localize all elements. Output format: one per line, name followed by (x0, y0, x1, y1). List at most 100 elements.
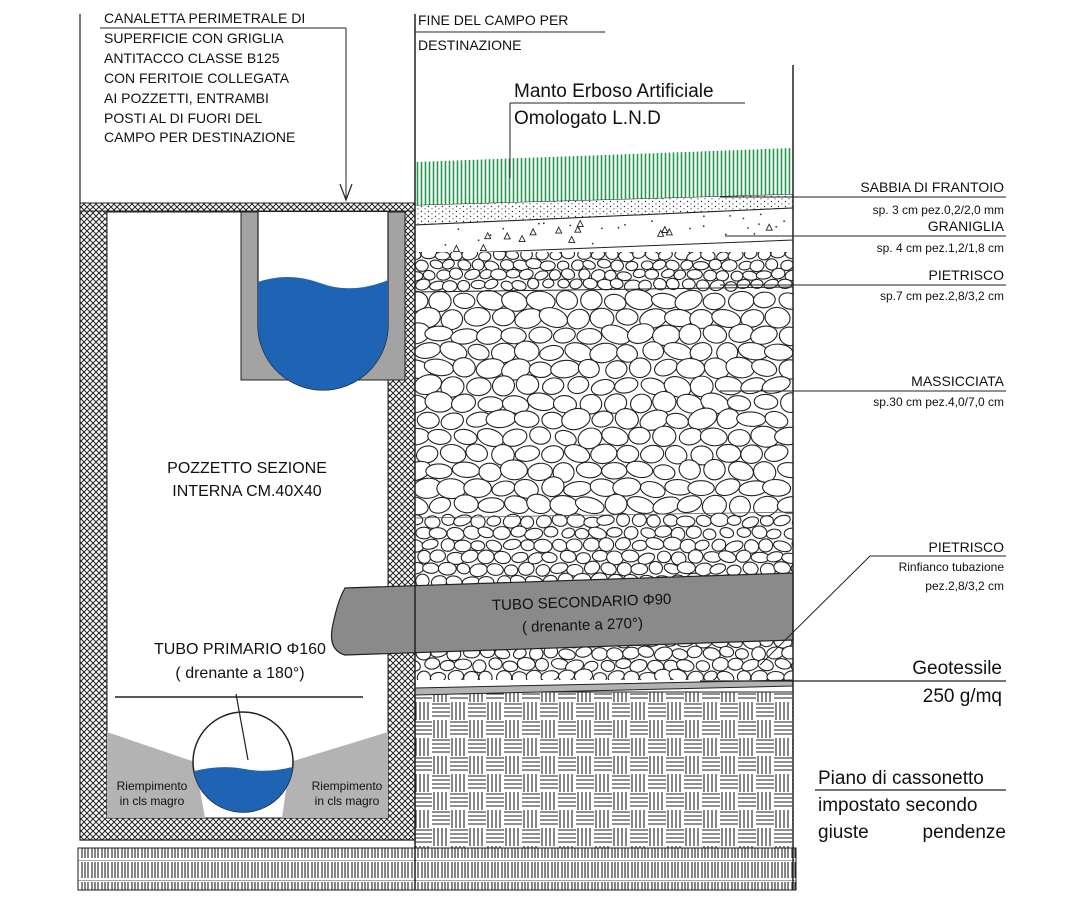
gravel-stone (711, 538, 727, 552)
gravel-stone (631, 513, 647, 527)
gravel-stone (549, 252, 563, 261)
gravel-stone (424, 657, 441, 670)
gravel-stone (762, 478, 792, 497)
gravel-stone (534, 657, 549, 672)
gravel-stone (662, 536, 683, 551)
gravel-stone (708, 258, 723, 271)
graniglia-grain (576, 219, 584, 228)
gravel-stone (533, 538, 553, 554)
gravel-stone (757, 658, 774, 672)
gravel-stone (452, 357, 476, 378)
gravel-stone (543, 526, 559, 538)
graniglia-grain (503, 231, 511, 240)
gravel-stone (740, 309, 765, 328)
gravel-stone (496, 670, 513, 680)
gravel-stone (727, 252, 744, 262)
gravel-stone (727, 657, 744, 671)
gravel-stone (665, 277, 680, 291)
gravel-stone (491, 375, 516, 397)
gravel-stone (781, 645, 793, 660)
gravel-stone (439, 443, 467, 464)
canaletta-line-6: POSTI AL DI FUORI DEL (104, 110, 262, 126)
canaletta-line-3: ANTITACCO CLASSE B125 (104, 50, 280, 66)
gravel-stone (764, 410, 789, 429)
graniglia-grain (765, 223, 773, 231)
gravel-stone (642, 341, 665, 361)
gravel-stone (463, 478, 492, 498)
gravel-stone (488, 657, 503, 670)
gravel-stone (668, 668, 688, 680)
gravel-stone (501, 395, 530, 414)
gravel-stone (590, 378, 615, 396)
gravel-stone (653, 646, 673, 662)
gravel-stone (741, 516, 760, 529)
gravel-stone (569, 278, 583, 290)
gravel-stone (774, 426, 793, 446)
gravel-stone (654, 358, 678, 377)
gravel-stone (719, 645, 735, 658)
gravel-stone (525, 290, 556, 311)
gravel-stone (749, 259, 765, 273)
gravel-stone (467, 343, 490, 361)
pietrisco-spec: sp.7 cm pez.2,8/3,2 cm (880, 289, 1004, 303)
gravel-stone (640, 444, 665, 464)
gravel-stone (710, 512, 730, 527)
gravel-stone (492, 307, 516, 327)
gravel-stone (590, 252, 606, 260)
gravel-stone (687, 480, 715, 497)
gravel-stone (654, 525, 673, 538)
gravel-stone (648, 560, 664, 575)
gravel-stone (574, 527, 590, 540)
gravel-stone (719, 527, 735, 539)
gravel-stone (703, 458, 726, 481)
gravel-stone (465, 443, 489, 462)
gravel-stone (778, 292, 793, 310)
gravel-stone (555, 290, 579, 310)
gravel-stone (514, 445, 541, 462)
gravel-stone (447, 669, 465, 680)
gravel-stone (529, 426, 552, 445)
gravel-stone (630, 562, 649, 576)
gravel-stone (687, 549, 704, 564)
gravel-stone (727, 429, 751, 447)
gravel-stone (440, 376, 465, 398)
gravel-stone (574, 496, 605, 515)
gravel-stone (470, 279, 486, 290)
gravel-stone (728, 460, 754, 481)
gravel-stone (591, 647, 609, 661)
graniglia-title: GRANIGLIA (928, 218, 1005, 234)
graniglia-grain (483, 231, 492, 240)
gravel-stone (539, 260, 556, 272)
gravel-stone (552, 395, 577, 414)
gravel-stone (743, 252, 758, 260)
graniglia-grain (574, 225, 582, 233)
gravel-stone (601, 462, 628, 480)
gravel-stone (790, 561, 793, 575)
gravel-stone (750, 325, 778, 345)
gravel-stone (446, 526, 465, 542)
gravel-stone (429, 549, 447, 563)
gravel-stone (720, 259, 738, 272)
gravel-stone (778, 359, 793, 380)
gravel-stone (561, 527, 576, 539)
gravel-stone (692, 261, 710, 271)
graniglia-grain (702, 225, 705, 228)
gravel-stone (703, 269, 718, 282)
gravel-stone (629, 393, 653, 414)
gravel-stone (557, 669, 575, 680)
graniglia-grain (753, 233, 756, 235)
pietrisco-title: PIETRISCO (929, 267, 1005, 283)
gravel-stone (600, 659, 616, 673)
layer-line-rinfianco (414, 511, 794, 519)
gravel-stone (695, 660, 711, 673)
gravel-stone (415, 290, 429, 313)
gravel-stone (548, 269, 562, 281)
gravel-stone (478, 252, 492, 262)
gravel-stone (780, 259, 793, 271)
gravel-stone (542, 377, 565, 395)
gravel-stone (656, 550, 672, 564)
pietrisco2-spec-2: pez.2,8/3,2 cm (925, 579, 1004, 593)
gravel-stone (781, 552, 793, 564)
gravel-stone (422, 562, 440, 574)
graniglia-grain (656, 229, 665, 237)
